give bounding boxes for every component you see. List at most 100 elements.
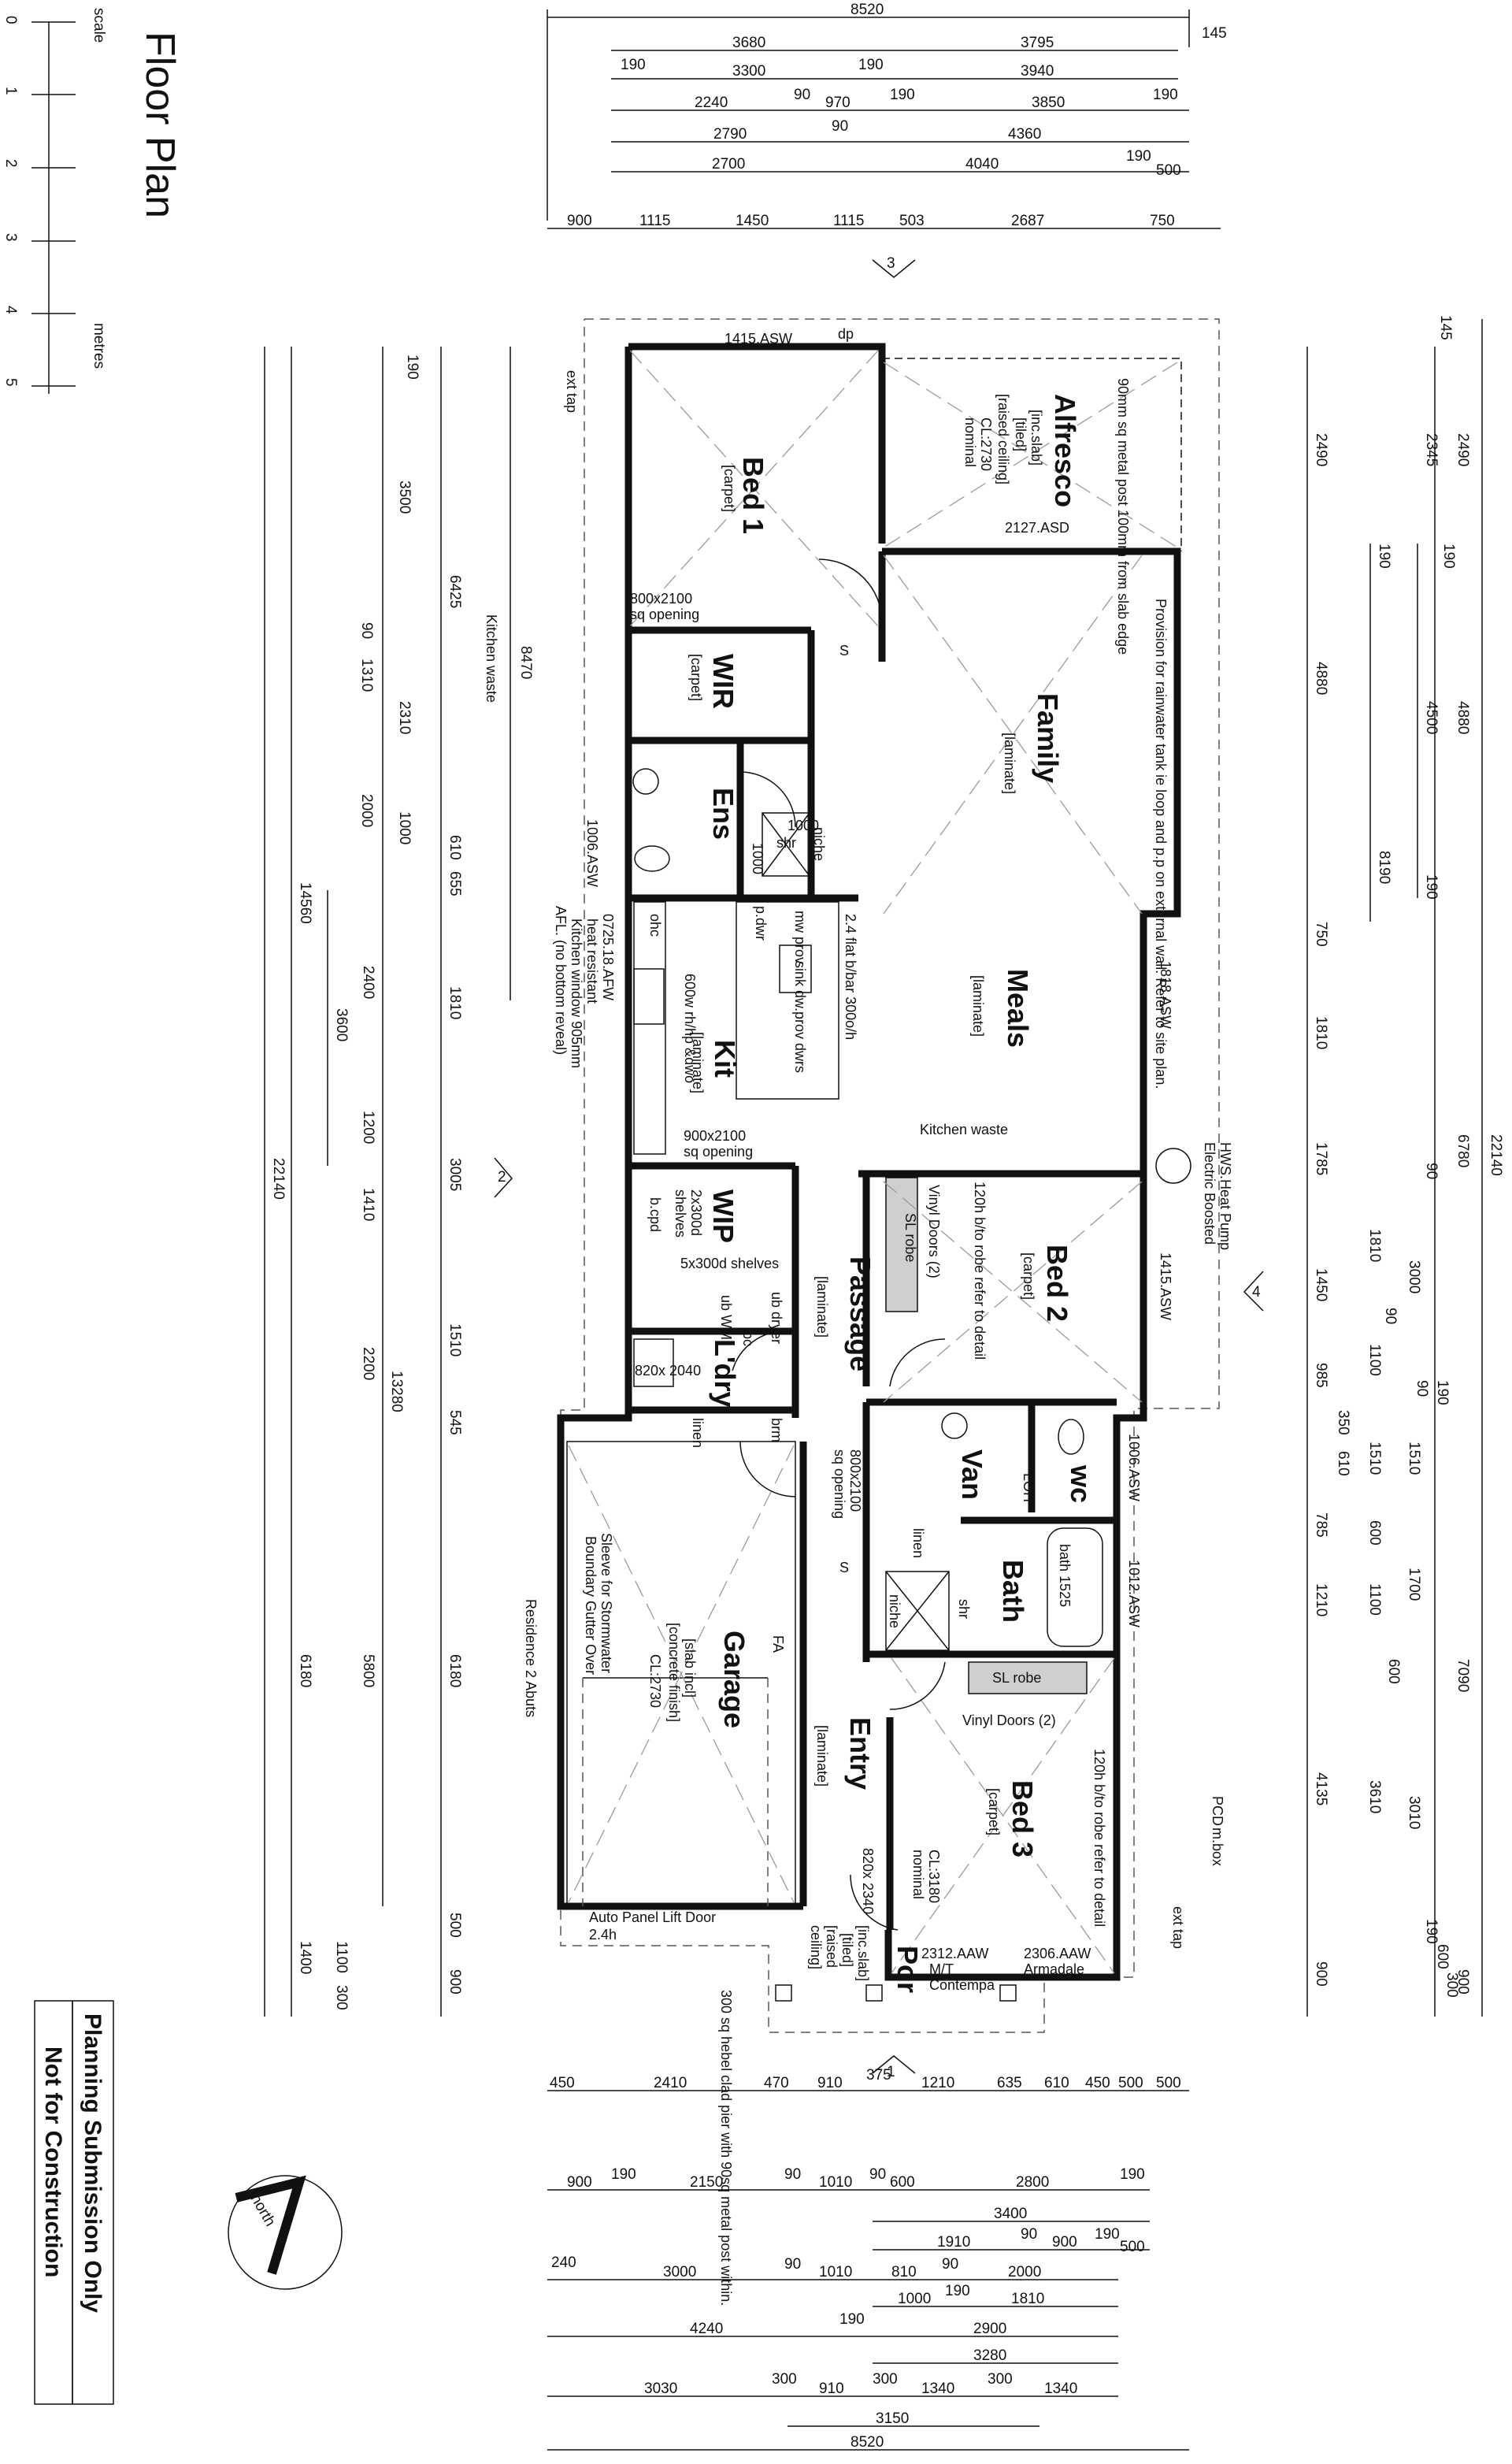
dim: 1810 xyxy=(447,986,463,1019)
note: PCD xyxy=(1210,1796,1225,1826)
room-bed3-ceiling: CL:3180 xyxy=(926,1850,942,1903)
dim: 2490 xyxy=(1313,433,1329,466)
dim: 3680 xyxy=(732,35,765,51)
note: 1006.ASW xyxy=(1126,1434,1142,1501)
room-bed2-sub: [carpet] xyxy=(1021,1252,1036,1300)
dim: 8190 xyxy=(1376,851,1392,884)
dim: 90 xyxy=(1423,1163,1440,1179)
section-marker-label: 1 xyxy=(887,2064,895,2080)
dim-top-total: 8520 xyxy=(850,2,884,18)
dim: 5800 xyxy=(360,1654,376,1687)
dim: 910 xyxy=(817,2075,843,2091)
dim: 1810 xyxy=(1011,2291,1044,2307)
note: m.box xyxy=(1210,1828,1225,1866)
note: 900x2100 xyxy=(684,1128,746,1144)
dim: 2790 xyxy=(713,126,747,143)
note: 120h b/to robe refer to detail xyxy=(972,1182,988,1360)
dim: 600 xyxy=(1385,1659,1402,1684)
top-dimensions: 8520 145 3680 3795 190 3300 190 3940 224… xyxy=(547,2,1227,229)
room-garage-sub: [concrete finish] xyxy=(666,1623,682,1722)
room-wir: WIR xyxy=(707,654,739,709)
note: bath 1525 xyxy=(1057,1544,1073,1607)
room-wip-sub: shelves xyxy=(673,1189,688,1238)
planning-line-1: Planning Submission Only xyxy=(80,2013,106,2313)
dim: 190 xyxy=(945,2283,970,2299)
note: 820x 2340 xyxy=(860,1848,876,1914)
dim: 190 xyxy=(1440,544,1457,569)
dim: 610 xyxy=(447,835,463,860)
note: ohc xyxy=(647,914,663,937)
bottom-dimensions: 450 2410 470 910 375 1210 635 610 450 50… xyxy=(547,2067,1189,2451)
note: 90mm sq metal post 100mm from slab edge xyxy=(1115,378,1131,655)
note: 1818.ASW xyxy=(1158,961,1173,1029)
dim: 350 xyxy=(1335,1410,1351,1435)
scale-tick: 2 xyxy=(2,159,19,168)
dim: 900 xyxy=(1455,1969,1471,1995)
note: 1415.ASW xyxy=(1158,1252,1173,1320)
room-bed3-ceiling: nominal xyxy=(910,1850,926,1899)
note: sq opening xyxy=(684,1144,753,1160)
dim: 6425 xyxy=(447,575,463,608)
note: Contempa xyxy=(929,1977,995,1993)
room-bed1: Bed 1 xyxy=(737,457,769,534)
note: 2.4 flat b/bar 300o/h xyxy=(843,914,858,1040)
note: Vinyl Doors (2) xyxy=(962,1713,1056,1728)
note: Boundary Gutter Over xyxy=(583,1536,598,1675)
scale-tick: 0 xyxy=(2,16,19,24)
dim: 190 xyxy=(1153,87,1178,103)
note: S xyxy=(839,643,849,659)
dim: 3000 xyxy=(1406,1260,1422,1293)
note: sink dw.prov dwrs xyxy=(792,961,808,1073)
scale-tick: 4 xyxy=(2,306,19,314)
room-family: Family xyxy=(1032,693,1064,783)
dim: 985 xyxy=(1313,1363,1329,1388)
dim: 1410 xyxy=(360,1188,376,1221)
dim: 450 xyxy=(550,2075,575,2091)
note: brm xyxy=(769,1418,784,1442)
note: p.dwr xyxy=(753,906,769,941)
dim: 450 xyxy=(1085,2075,1110,2091)
dim: 3600 xyxy=(333,1008,350,1041)
room-entry-sub: [laminate] xyxy=(814,1725,830,1787)
dim: 190 xyxy=(1120,2166,1145,2183)
page-title: Floor Plan xyxy=(137,32,183,218)
dim: 600 xyxy=(890,2174,915,2191)
dim: 4880 xyxy=(1455,701,1471,734)
note: 5x300d shelves xyxy=(680,1256,779,1271)
room-wip: WIP xyxy=(707,1189,739,1243)
dim: 300 xyxy=(772,2371,797,2388)
dim: 14560 xyxy=(297,882,313,924)
note: 2127.ASD xyxy=(1005,520,1069,536)
note: niche xyxy=(811,827,827,861)
dim: 190 xyxy=(404,354,421,380)
dim: 1115 xyxy=(639,213,670,229)
dim: 900 xyxy=(567,2174,592,2191)
note: SL robe xyxy=(902,1213,918,1262)
dim: 1785 xyxy=(1313,1142,1329,1175)
dim: 500 xyxy=(1120,2239,1145,2255)
dim: 240 xyxy=(551,2254,576,2271)
dim: 90 xyxy=(1382,1308,1399,1324)
dim: 1810 xyxy=(1313,1016,1329,1049)
planning-line-2: Not for Construction xyxy=(40,2047,66,2277)
dim: 910 xyxy=(819,2381,844,2397)
note: ub dryer xyxy=(769,1292,784,1344)
room-alfresco-sub: [inc.slab] xyxy=(1028,410,1044,466)
dim: 1810 xyxy=(1366,1229,1383,1262)
note: sq opening xyxy=(630,607,699,622)
dim: 22140 xyxy=(1488,1134,1504,1176)
dim: 300 xyxy=(873,2371,898,2388)
dim: 1010 xyxy=(819,2264,852,2280)
building xyxy=(557,318,1220,2033)
dim: 2800 xyxy=(1016,2174,1049,2191)
dim: 750 xyxy=(1313,922,1329,947)
title-block: Floor Plan xyxy=(137,32,183,218)
dim: 810 xyxy=(891,2264,917,2280)
dim: 1510 xyxy=(1366,1442,1383,1475)
dim: 635 xyxy=(997,2075,1022,2091)
note: sq opening xyxy=(832,1449,847,1519)
dim: 190 xyxy=(1423,874,1440,900)
dim: 500 xyxy=(1118,2075,1143,2091)
note: Kitchen window 905mm xyxy=(569,918,584,1068)
room-por-sub: [inc.slab] xyxy=(855,1925,871,1981)
